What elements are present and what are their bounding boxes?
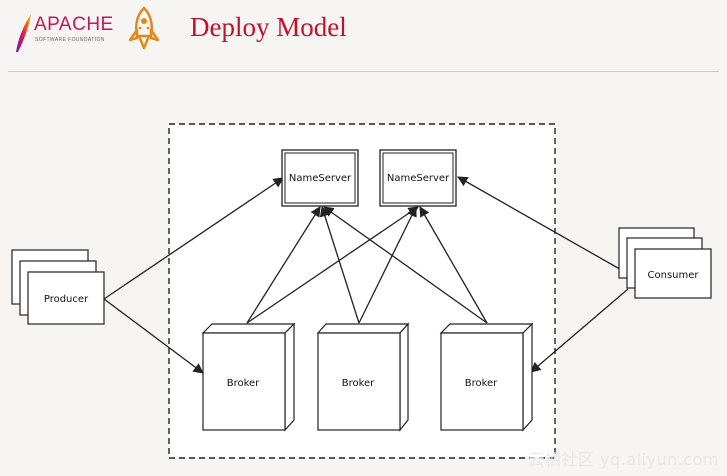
arrow-broker1-nameserver2 [246,206,419,324]
watermark: 云栖社区 yq.aliyun.com [528,450,719,469]
arrow-producer-broker [103,298,204,374]
broker-node-3: Broker [439,322,534,432]
apache-subtext: SOFTWARE FOUNDATION [35,37,105,43]
apache-logo: APACHE SOFTWARE FOUNDATION [12,10,117,54]
broker-label: Broker [227,378,260,389]
arrow-broker1-nameserver1 [246,206,321,324]
arrow-broker3-nameserver2 [419,206,488,324]
page-title: Deploy Model [190,12,347,42]
producer-label: Producer [44,294,89,305]
rocketmq-logo-icon [128,6,160,50]
broker-label: Broker [465,378,498,389]
nameserver-label: NameServer [387,173,450,184]
apache-feather-icon [16,14,31,52]
arrow-broker2-nameserver1 [319,206,360,324]
nameserver-node-1: NameServer [281,149,359,207]
arrow-consumer-nameserver [457,176,626,273]
arrow-consumer-broker [530,288,629,373]
connections [103,176,629,374]
producer-node: Producer [11,249,105,325]
arrow-broker3-nameserver1 [323,206,488,324]
nameserver-node-2: NameServer [379,149,457,207]
header-divider [8,71,719,72]
nameserver-label: NameServer [289,173,352,184]
broker-label: Broker [342,378,375,389]
broker-node-1: Broker [201,322,296,432]
consumer-label: Consumer [648,270,700,281]
broker-node-2: Broker [316,322,410,432]
consumer-node: Consumer [618,227,712,299]
header: APACHE SOFTWARE FOUNDATION Deploy Model [0,0,727,72]
apache-wordmark: APACHE [34,14,114,35]
arrow-producer-nameserver [103,177,284,300]
arrow-broker2-nameserver2 [358,206,417,324]
